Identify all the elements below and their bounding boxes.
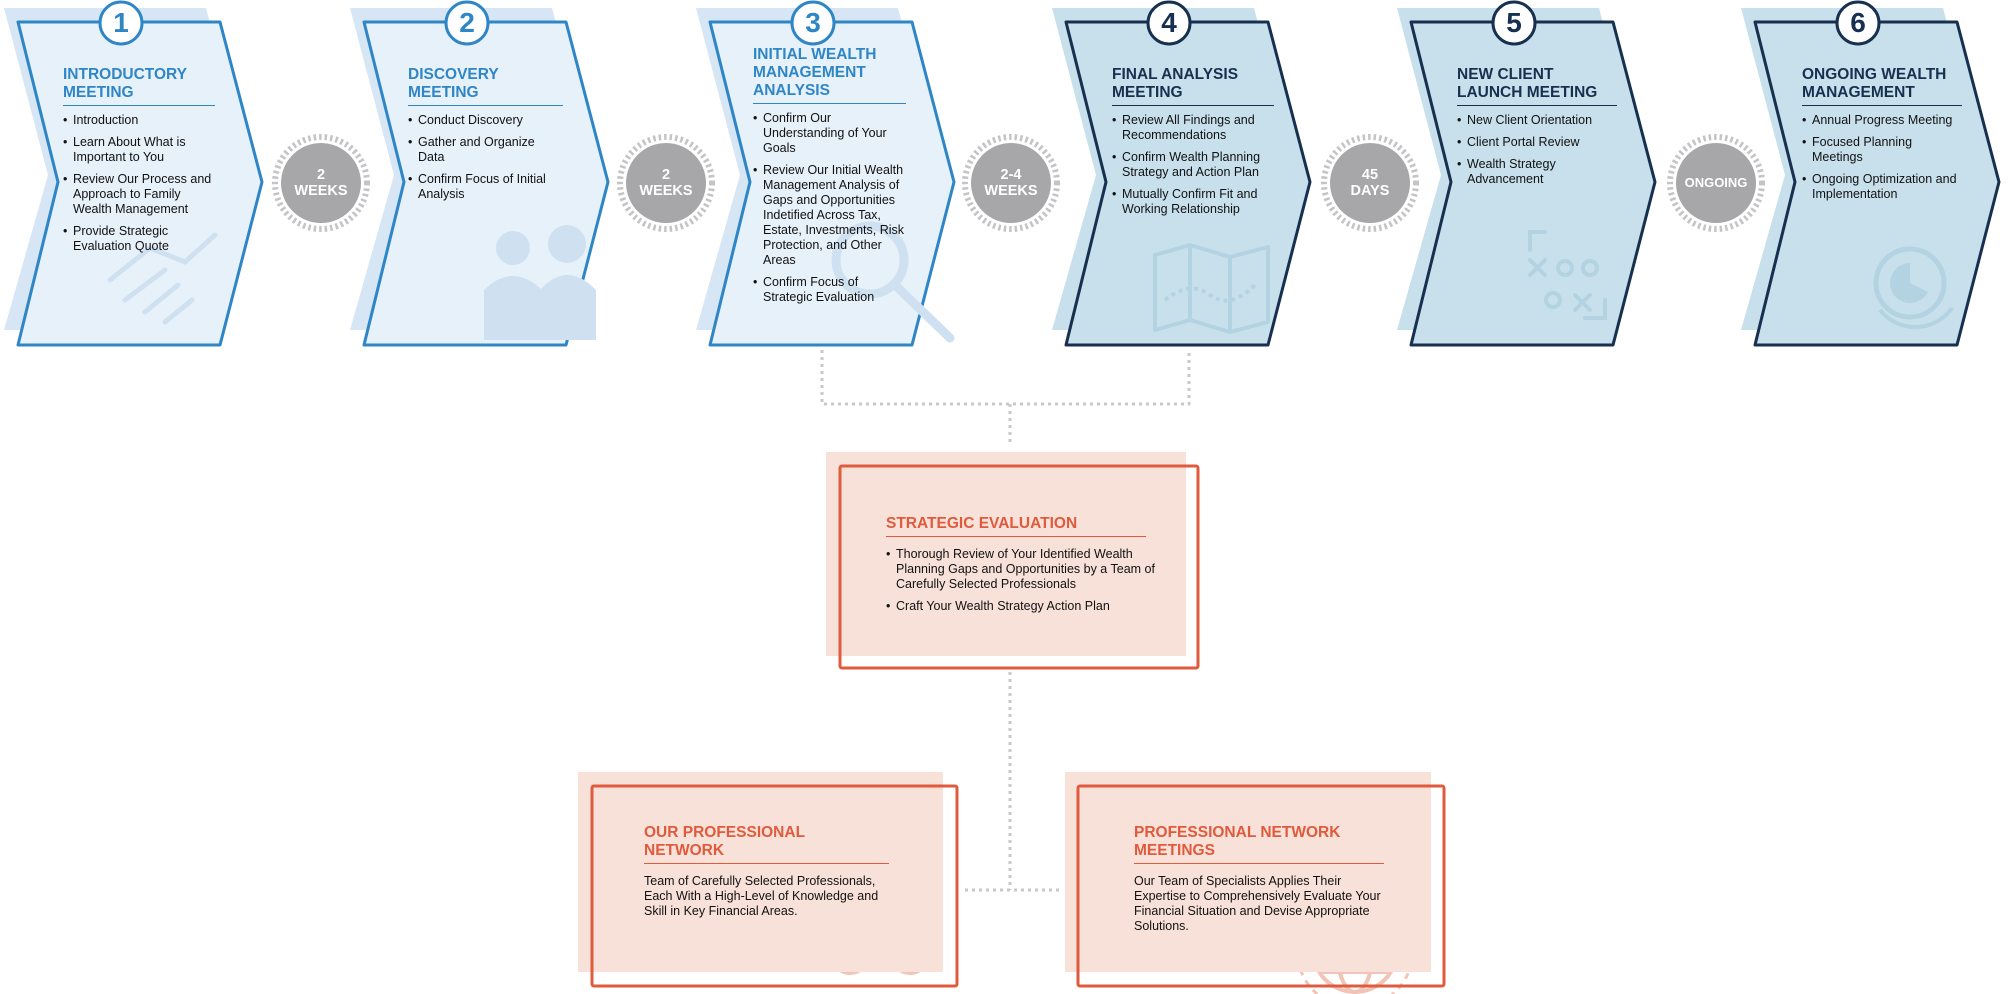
step-2-bullet: Gather and Organize Data — [408, 135, 563, 165]
duration-3-unit: WEEKS — [984, 183, 1038, 199]
step-5-number: 5 — [1506, 7, 1522, 38]
step-3-bullets: Confirm Our Understanding of Your Goals … — [753, 111, 906, 305]
step-6-bullet: Annual Progress Meeting — [1802, 113, 1962, 128]
step-1-number: 1 — [113, 7, 129, 38]
strategic-evaluation-content: STRATEGIC EVALUATION Thorough Review of … — [886, 515, 1176, 621]
step-3-number: 3 — [805, 7, 821, 38]
step-5-bullet: Client Portal Review — [1457, 135, 1617, 150]
step-6-bullets: Annual Progress Meeting Focused Planning… — [1802, 113, 1962, 202]
professional-network-content: OUR PROFESSIONAL NETWORK Team of Careful… — [644, 824, 899, 919]
step-4-content: FINAL ANALYSIS MEETING Review All Findin… — [1112, 66, 1274, 224]
step-6-bullet: Ongoing Optimization and Implementation — [1802, 172, 1962, 202]
step-3-content: INITIAL WEALTH MANAGEMENT ANALYSIS Confi… — [753, 46, 906, 312]
step-1-bullet: Provide Strategic Evaluation Quote — [63, 224, 215, 254]
duration-5-value: ONGOING — [1684, 175, 1748, 190]
step-1-bullet: Review Our Process and Approach to Famil… — [63, 172, 215, 217]
step-5-bullets: New Client Orientation Client Portal Rev… — [1457, 113, 1617, 187]
step-6-title: ONGOING WEALTH MANAGEMENT — [1802, 66, 1962, 106]
map-icon — [1153, 243, 1270, 334]
duration-4-value: 45 — [1361, 167, 1379, 183]
family-icon — [484, 225, 596, 340]
duration-1-unit: WEEKS — [294, 183, 348, 199]
step-4-title: FINAL ANALYSIS MEETING — [1112, 66, 1274, 106]
network-meetings-box — [1065, 772, 1446, 988]
step-4-bullets: Review All Findings and Recommendations … — [1112, 113, 1274, 217]
step-6-bullet: Focused Planning Meetings — [1802, 135, 1962, 165]
duration-2-value: 2 — [661, 167, 671, 183]
step-5-content: NEW CLIENT LAUNCH MEETING New Client Ori… — [1457, 66, 1617, 194]
step-3-bullet: Review Our Initial Wealth Management Ana… — [753, 163, 906, 268]
strategic-evaluation-title: STRATEGIC EVALUATION — [886, 515, 1146, 537]
step-6-content: ONGOING WEALTH MANAGEMENT Annual Progres… — [1802, 66, 1962, 209]
strategic-evaluation-bullets: Thorough Review of Your Identified Wealt… — [886, 547, 1176, 614]
step-2-title: DISCOVERY MEETING — [408, 66, 563, 106]
duration-2: 2 WEEKS — [627, 167, 705, 199]
duration-4-unit: DAYS — [1350, 183, 1390, 199]
step-4-number: 4 — [1161, 7, 1177, 38]
step-2-chevron — [350, 8, 610, 347]
duration-4: 45 DAYS — [1331, 167, 1409, 199]
pie-chart-cycle-icon — [1873, 246, 1954, 330]
strategic-evaluation-bullet: Craft Your Wealth Strategy Action Plan — [886, 599, 1176, 614]
step-2-bullets: Conduct Discovery Gather and Organize Da… — [408, 113, 563, 202]
duration-badges — [272, 134, 1765, 232]
step-3-title: INITIAL WEALTH MANAGEMENT ANALYSIS — [753, 46, 906, 104]
number-circles — [98, 0, 1881, 46]
network-meetings-content: PROFESSIONAL NETWORK MEETINGS Our Team o… — [1134, 824, 1384, 934]
professional-network-title: OUR PROFESSIONAL NETWORK — [644, 824, 889, 864]
step-4-bullet: Mutually Confirm Fit and Working Relatio… — [1112, 187, 1274, 217]
step-5-bullet: Wealth Strategy Advancement — [1457, 157, 1617, 187]
step-2-bullet: Confirm Focus of Initial Analysis — [408, 172, 563, 202]
duration-3: 2-4 WEEKS — [972, 167, 1050, 199]
step-4-bullet: Confirm Wealth Planning Strategy and Act… — [1112, 150, 1274, 180]
step-1-bullet: Introduction — [63, 113, 215, 128]
step-2-content: DISCOVERY MEETING Conduct Discovery Gath… — [408, 66, 563, 209]
duration-3-value: 2-4 — [1000, 167, 1022, 183]
duration-1-value: 2 — [316, 167, 326, 183]
step-6-number: 6 — [1850, 7, 1866, 38]
step-1-content: INTRODUCTORY MEETING Introduction Learn … — [63, 66, 215, 261]
network-meetings-title: PROFESSIONAL NETWORK MEETINGS — [1134, 824, 1384, 864]
step-4-bullet: Review All Findings and Recommendations — [1112, 113, 1274, 143]
step-5-bullet: New Client Orientation — [1457, 113, 1617, 128]
duration-2-unit: WEEKS — [639, 183, 693, 199]
connector-lines — [820, 350, 1191, 892]
strategy-play-icon — [1528, 230, 1607, 320]
step-3-bullet: Confirm Focus of Strategic Evaluation — [753, 275, 906, 305]
step-5-title: NEW CLIENT LAUNCH MEETING — [1457, 66, 1617, 106]
step-1-bullets: Introduction Learn About What is Importa… — [63, 113, 215, 254]
network-meetings-body: Our Team of Specialists Applies Their Ex… — [1134, 874, 1381, 933]
step-2-number: 2 — [459, 7, 475, 38]
step-3-bullet: Confirm Our Understanding of Your Goals — [753, 111, 906, 156]
strategic-evaluation-bullet: Thorough Review of Your Identified Wealt… — [886, 547, 1176, 592]
professional-network-box — [578, 772, 959, 988]
professional-network-body: Team of Carefully Selected Professionals… — [644, 874, 879, 918]
step-2-bullet: Conduct Discovery — [408, 113, 563, 128]
step-1-title: INTRODUCTORY MEETING — [63, 66, 215, 106]
duration-1: 2 WEEKS — [282, 167, 360, 199]
duration-5: ONGOING — [1677, 175, 1755, 191]
step-1-bullet: Learn About What is Important to You — [63, 135, 215, 165]
